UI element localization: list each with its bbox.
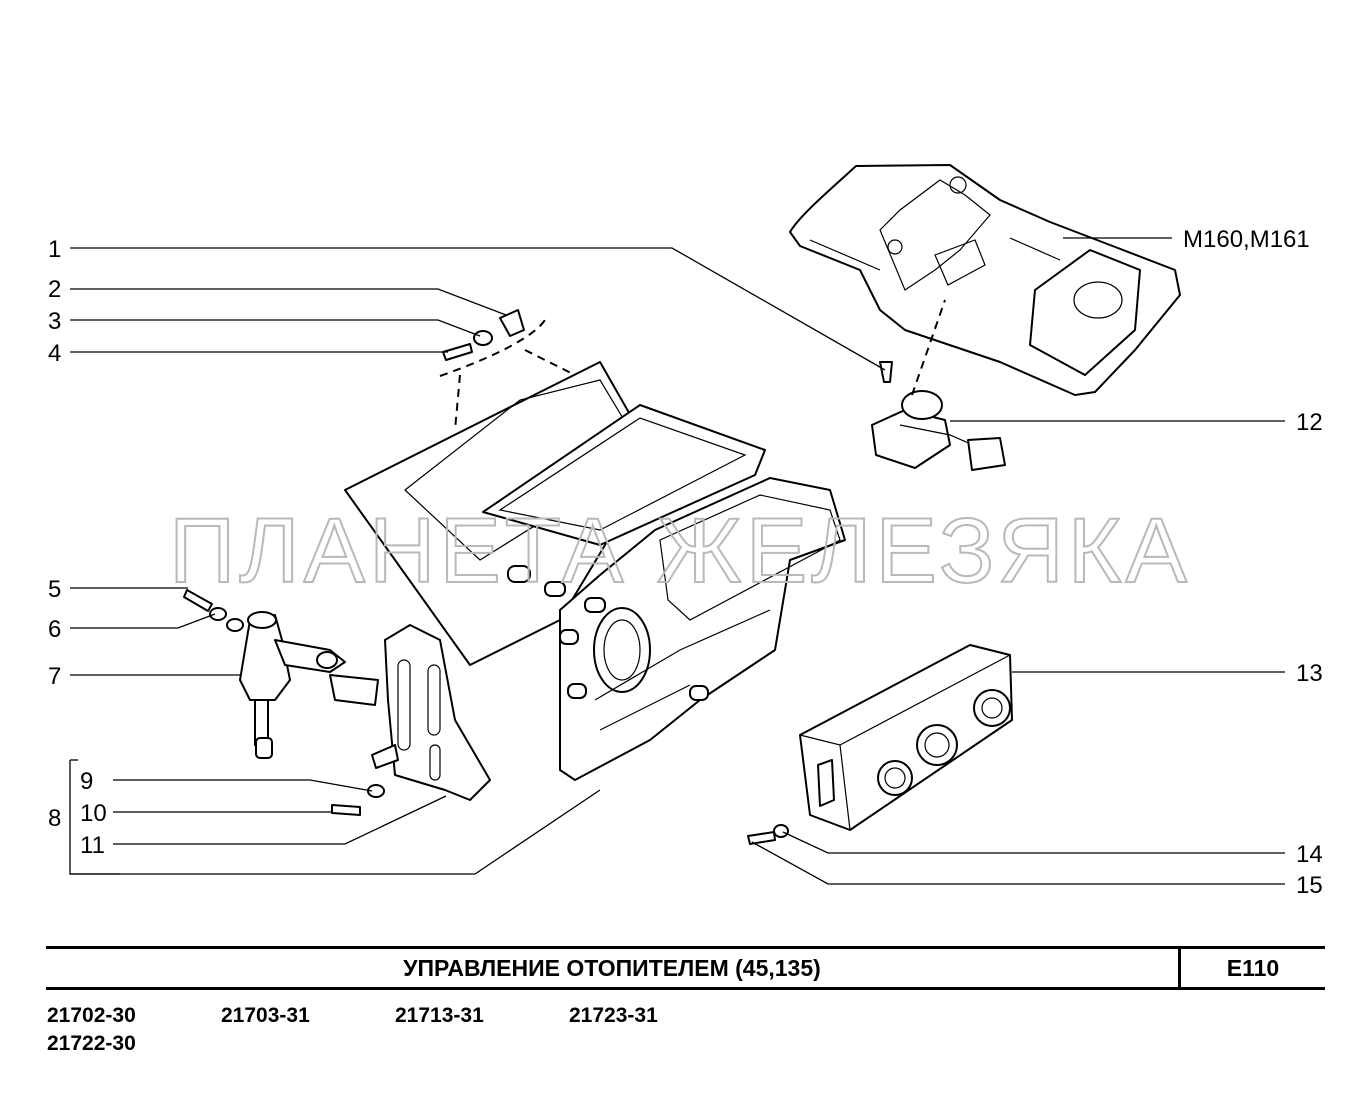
callout-14: 14 [1296,841,1323,868]
callout-2: 2 [48,276,61,303]
title-bar: УПРАВЛЕНИЕ ОТОПИТЕЛЕМ (45,135) E110 [46,946,1325,990]
callout-8: 8 [48,805,61,832]
callout-11: 11 [80,832,105,859]
model-code: 21702-30 [47,1004,136,1027]
model-code: 21722-30 [47,1032,136,1055]
title-divider [1178,949,1181,987]
assembly-direction-lines [439,299,946,431]
page-title: УПРАВЛЕНИЕ ОТОПИТЕЛЕМ (45,135) [403,955,821,981]
callout-3: 3 [48,308,61,335]
heater-control-unit [799,644,1013,831]
dashboard-panel [789,164,1181,396]
watermark: ПЛАНЕТА ЖЕЛЕЗЯКА [169,500,1191,602]
callout-13: 13 [1296,660,1323,687]
model-code: 21713-31 [395,1004,484,1027]
callout-1: 1 [48,236,61,263]
callout-10: 10 [80,800,107,827]
leader-lines [69,237,1285,885]
callout-labels: 1 2 3 4 5 6 7 8 9 10 11 12 13 14 15 M160… [48,226,1323,899]
heater-housing [344,361,846,781]
model-code: 21703-31 [221,1004,310,1027]
model-code: 21723-31 [569,1004,658,1027]
callout-5: 5 [48,576,61,603]
fasteners [183,309,893,845]
page-code: E110 [1226,955,1280,981]
exploded-parts-diagram: ПЛАНЕТА ЖЕЛЕЗЯКА 1 2 3 4 5 6 7 8 9 10 11… [48,164,1323,899]
callout-15: 15 [1296,872,1323,899]
callout-6: 6 [48,616,61,643]
side-cover-plate [371,624,491,801]
callout-12: 12 [1296,409,1323,436]
heater-valve [226,611,379,759]
actuator-motor [871,390,1006,471]
variant-label: M160,M161 [1183,226,1310,253]
callout-9: 9 [80,768,93,795]
callout-7: 7 [48,663,61,690]
callout-4: 4 [48,340,61,367]
